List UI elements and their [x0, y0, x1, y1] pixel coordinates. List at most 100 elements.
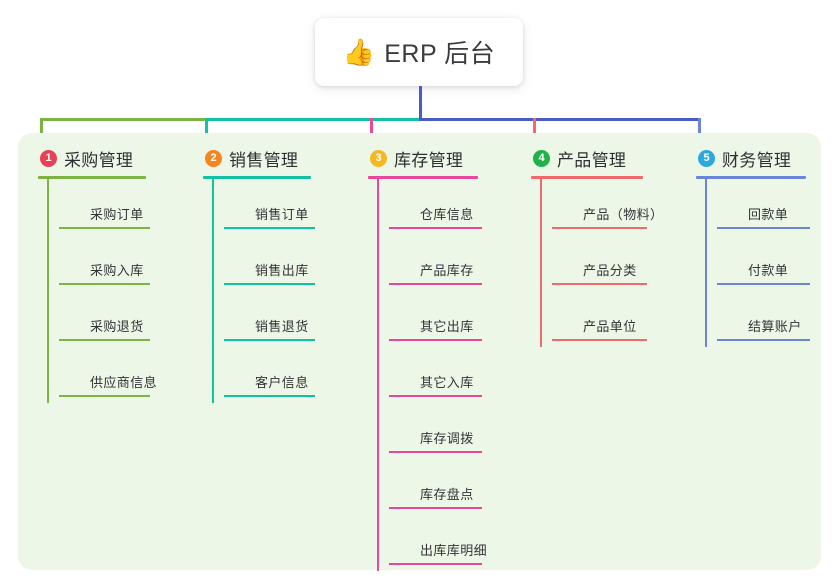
leaf-spine [540, 179, 542, 347]
branch-title: 产品管理 [557, 150, 627, 170]
branch-number-badge: 3 [370, 149, 387, 167]
leaf-label: 结算账户 [748, 319, 802, 334]
leaf-item[interactable]: 回款单 [708, 179, 810, 235]
leaf-item[interactable]: 产品库存 [380, 235, 482, 291]
leaf-item[interactable]: 仓库信息 [380, 179, 482, 235]
leaf-spine [212, 179, 214, 403]
leaf-spine [47, 179, 49, 403]
branch-column-财务管理: 5 财务管理回款单付款单结算账户 [696, 146, 810, 347]
leaf-underline [59, 395, 150, 397]
leaf-item[interactable]: 采购订单 [50, 179, 150, 235]
leaf-label: 回款单 [748, 207, 789, 222]
leaf-underline [389, 563, 482, 565]
branch-header-财务管理[interactable]: 5 财务管理 [696, 146, 806, 170]
leaf-underline [552, 227, 647, 229]
leaf-item[interactable]: 采购入库 [50, 235, 150, 291]
leaf-item[interactable]: 产品（物料） [543, 179, 663, 235]
leaf-label: 出库库明细 [420, 543, 488, 558]
branch-number-badge: 5 [698, 149, 715, 167]
leaf-label: 其它入库 [420, 375, 474, 390]
branch-header-产品管理[interactable]: 4 产品管理 [531, 146, 643, 170]
leaf-item[interactable]: 采购退货 [50, 291, 150, 347]
leaf-spine [705, 179, 707, 347]
branch-drop-4 [533, 118, 536, 146]
leaf-item[interactable]: 库存盘点 [380, 459, 482, 515]
leaf-label: 销售出库 [255, 263, 309, 278]
branch-drop-1 [40, 118, 43, 146]
leaf-label: 销售退货 [255, 319, 309, 334]
leaf-label: 付款单 [748, 263, 789, 278]
branch-column-销售管理: 2 销售管理销售订单销售出库销售退货客户信息 [203, 146, 315, 403]
leaf-item[interactable]: 销售订单 [215, 179, 315, 235]
branch-number-badge: 2 [205, 149, 222, 167]
root-stem [419, 86, 422, 121]
leaf-label: 采购订单 [90, 207, 144, 222]
leaf-label: 产品分类 [583, 263, 637, 278]
leaf-list: 仓库信息产品库存其它出库其它入库库存调拨库存盘点出库库明细 [368, 179, 487, 571]
leaf-item[interactable]: 产品单位 [543, 291, 647, 347]
branch-column-产品管理: 4 产品管理产品（物料） 产品分类产品单位 [531, 146, 663, 347]
branch-drop-3 [370, 118, 373, 146]
leaf-underline [224, 339, 315, 341]
branch-title: 采购管理 [64, 150, 134, 170]
leaf-underline [552, 283, 647, 285]
branch-header-库存管理[interactable]: 3 库存管理 [368, 146, 478, 170]
leaf-item[interactable]: 供应商信息 [50, 347, 157, 403]
leaf-item[interactable]: 付款单 [708, 235, 810, 291]
leaf-spine [377, 179, 379, 571]
branch-title: 销售管理 [229, 150, 299, 170]
root-title: ERP 后台 [384, 40, 496, 68]
leaf-item[interactable]: 其它出库 [380, 291, 482, 347]
leaf-underline [389, 227, 482, 229]
leaf-label: 库存盘点 [420, 487, 474, 502]
leaf-underline [389, 451, 482, 453]
branch-drop-2 [205, 118, 208, 146]
leaf-underline [389, 507, 482, 509]
leaf-label: 销售订单 [255, 207, 309, 222]
leaf-underline [59, 283, 150, 285]
branch-drop-5 [698, 118, 701, 146]
leaf-list: 回款单付款单结算账户 [696, 179, 810, 347]
leaf-item[interactable]: 结算账户 [708, 291, 810, 347]
leaf-item[interactable]: 销售退货 [215, 291, 315, 347]
root-node[interactable]: 👍 ERP 后台 [315, 18, 523, 86]
leaf-underline [389, 339, 482, 341]
leaf-list: 产品（物料） 产品分类产品单位 [531, 179, 663, 347]
leaf-item[interactable]: 客户信息 [215, 347, 315, 403]
leaf-label: 库存调拨 [420, 431, 474, 446]
leaf-label: 产品（物料） [583, 207, 664, 222]
thumbs-up-icon: 👍 [342, 37, 376, 67]
leaf-list: 采购订单采购入库采购退货供应商信息 [38, 179, 157, 403]
leaf-label: 其它出库 [420, 319, 474, 334]
leaf-label: 供应商信息 [90, 375, 158, 390]
branch-underline [203, 176, 311, 179]
branch-header-销售管理[interactable]: 2 销售管理 [203, 146, 311, 170]
branch-underline [531, 176, 643, 179]
leaf-underline [224, 395, 315, 397]
leaf-underline [389, 395, 482, 397]
leaf-label: 产品单位 [583, 319, 637, 334]
leaf-item[interactable]: 销售出库 [215, 235, 315, 291]
leaf-label: 采购退货 [90, 319, 144, 334]
leaf-item[interactable]: 库存调拨 [380, 403, 482, 459]
branch-title: 财务管理 [722, 150, 792, 170]
leaf-list: 销售订单销售出库销售退货客户信息 [203, 179, 315, 403]
branch-underline [696, 176, 806, 179]
leaf-underline [224, 283, 315, 285]
leaf-underline [552, 339, 647, 341]
trunk-segment-2 [205, 118, 422, 121]
leaf-item[interactable]: 其它入库 [380, 347, 482, 403]
leaf-underline [717, 227, 810, 229]
branch-number-badge: 4 [533, 149, 550, 167]
leaf-item[interactable]: 产品分类 [543, 235, 647, 291]
leaf-underline [224, 227, 315, 229]
leaf-underline [389, 283, 482, 285]
branch-title: 库存管理 [394, 150, 464, 170]
trunk-segment-1 [40, 118, 208, 121]
leaf-label: 仓库信息 [420, 207, 474, 222]
trunk-segment-3 [419, 118, 701, 121]
leaf-item[interactable]: 出库库明细 [380, 515, 487, 571]
